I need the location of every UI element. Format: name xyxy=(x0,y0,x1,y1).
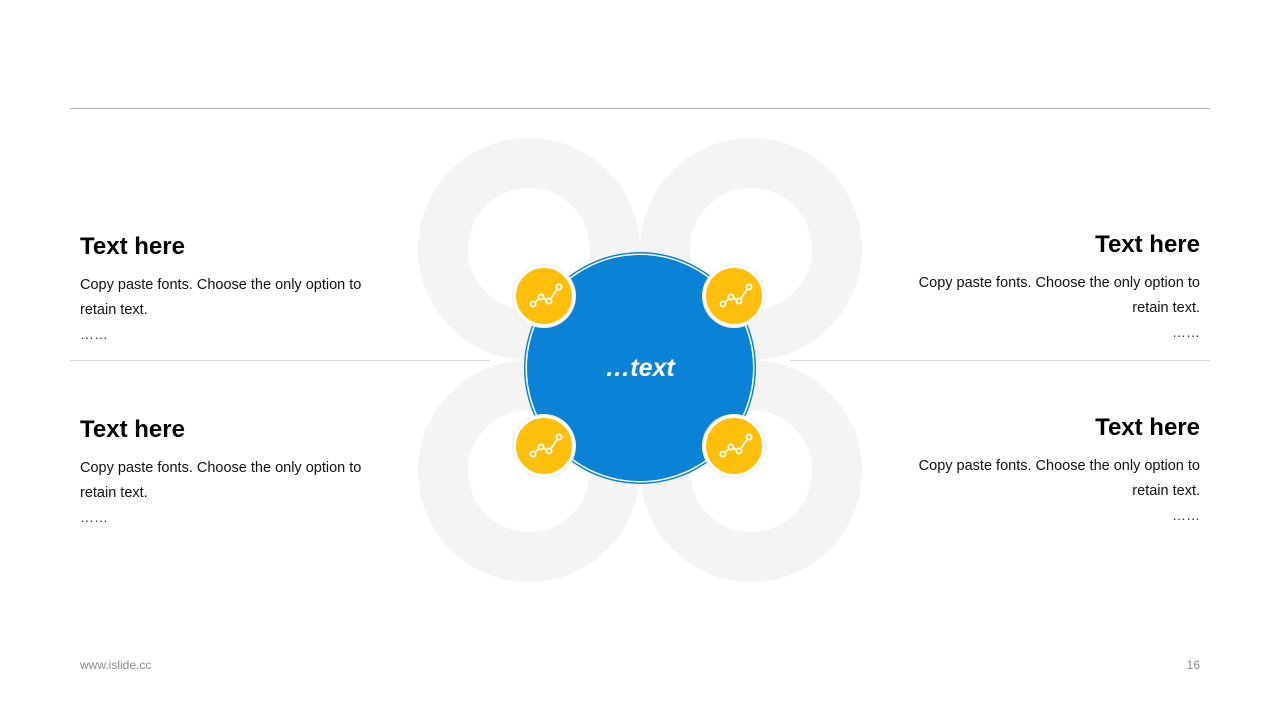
block-body: Copy paste fonts. Choose the only option… xyxy=(80,460,362,501)
trend-line-icon xyxy=(529,433,563,458)
block-title: Text here xyxy=(1095,414,1200,441)
block-body: Copy paste fonts. Choose the only option… xyxy=(918,275,1200,316)
trend-line-icon xyxy=(529,283,563,308)
block-title: Text here xyxy=(1095,231,1200,258)
block-body: Copy paste fonts. Choose the only option… xyxy=(918,458,1200,499)
petal-top-right xyxy=(640,138,862,360)
page-number: 16 xyxy=(1186,658,1200,672)
middle-divider-left xyxy=(70,360,490,361)
badge-top-left xyxy=(513,265,575,327)
block-body: Copy paste fonts. Choose the only option… xyxy=(80,277,362,318)
petal-top-left xyxy=(418,138,640,360)
trend-line-icon xyxy=(719,283,753,308)
block-title: Text here xyxy=(80,233,185,260)
center-hub-label: …text xyxy=(605,354,675,382)
block-ellipsis: …… xyxy=(1172,324,1200,340)
footer-url[interactable]: www.islide.cc xyxy=(80,658,152,672)
trend-line-icon xyxy=(719,433,753,458)
block-title: Text here xyxy=(80,416,185,443)
badge-bottom-left xyxy=(513,415,575,477)
text-block-top-right: Text here Copy paste fonts. Choose the o… xyxy=(900,231,1200,341)
badge-top-right xyxy=(703,265,765,327)
block-ellipsis: …… xyxy=(80,326,108,342)
middle-divider-right xyxy=(790,360,1210,361)
block-ellipsis: …… xyxy=(1172,507,1200,523)
badge-bottom-right xyxy=(703,415,765,477)
text-block-bottom-right: Text here Copy paste fonts. Choose the o… xyxy=(900,414,1200,524)
text-block-top-left: Text here Copy paste fonts. Choose the o… xyxy=(80,233,380,343)
block-ellipsis: …… xyxy=(80,509,108,525)
top-divider xyxy=(70,108,1210,109)
text-block-bottom-left: Text here Copy paste fonts. Choose the o… xyxy=(80,416,380,526)
